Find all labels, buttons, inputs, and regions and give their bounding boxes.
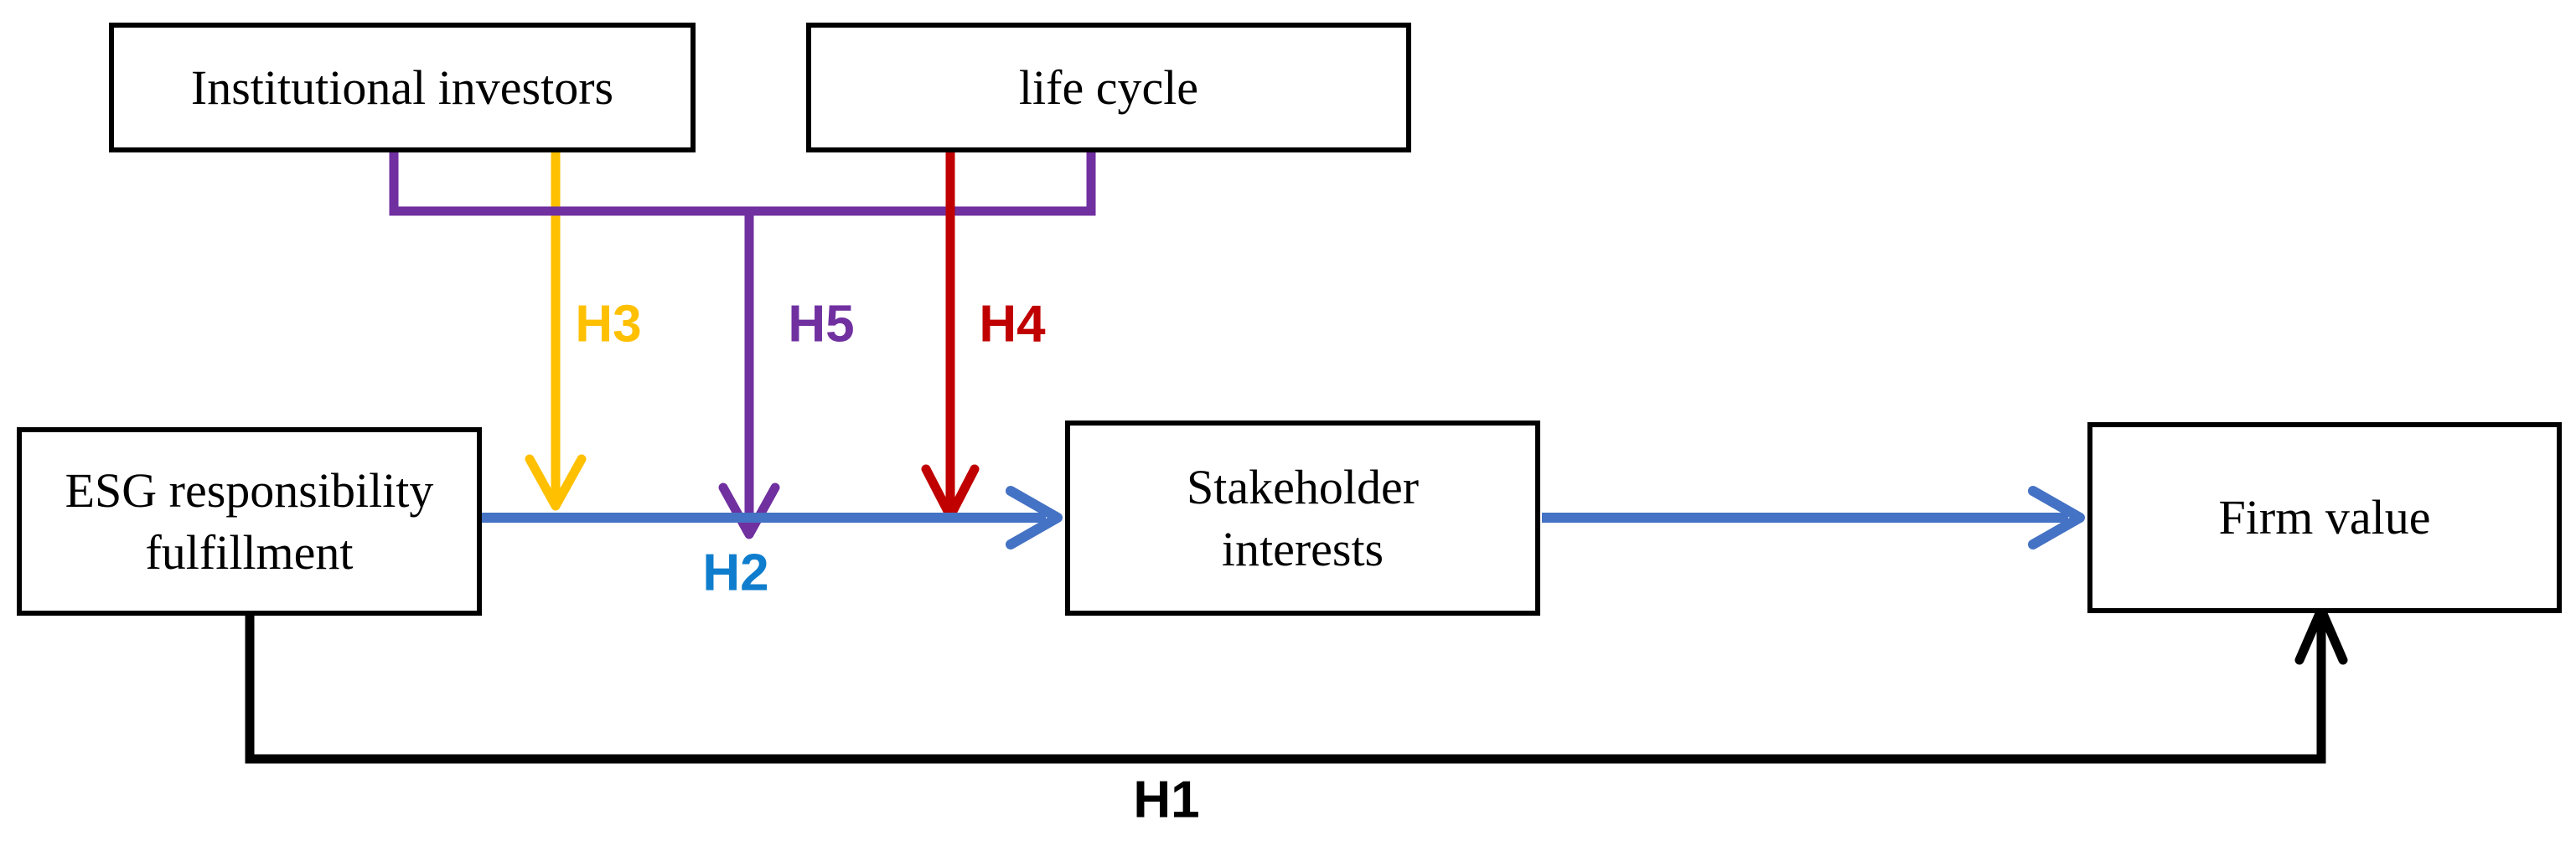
box-life-cycle-label: life cycle	[1018, 59, 1199, 115]
h5-connector-elbow	[389, 151, 1096, 216]
box-esg-label-line2: fulfillment	[145, 524, 354, 580]
box-esg-label-line1: ESG responsibility	[65, 462, 434, 518]
hypothesis-label-h2: H2	[702, 544, 769, 602]
box-institutional-investors-label: Institutional investors	[190, 59, 614, 115]
h3-arrowhead-icon	[525, 454, 587, 511]
box-life-cycle: life cycle	[806, 23, 1411, 152]
stakeholder-to-firmvalue-arrowhead-icon	[2028, 486, 2085, 549]
hypothesis-label-h3: H3	[575, 295, 642, 353]
h2-arrowhead-icon	[1006, 486, 1063, 549]
hypothesis-label-h5: H5	[788, 295, 855, 353]
box-firm-value: Firm value	[2087, 422, 2562, 613]
h1-arrow-path	[245, 603, 2326, 764]
box-stakeholder-label-line2: interests	[1221, 521, 1384, 576]
box-stakeholder-interests: Stakeholder interests	[1065, 420, 1540, 616]
box-stakeholder-label-line1: Stakeholder	[1186, 459, 1420, 514]
box-institutional-investors: Institutional investors	[109, 23, 696, 152]
hypothesis-label-h1: H1	[1133, 771, 1200, 829]
box-esg-responsibility-fulfillment: ESG responsibility fulfillment	[17, 427, 482, 616]
h5-arrowhead-icon	[718, 482, 780, 539]
box-firm-value-label: Firm value	[2218, 490, 2431, 544]
hypothesis-label-h4: H4	[979, 295, 1046, 353]
